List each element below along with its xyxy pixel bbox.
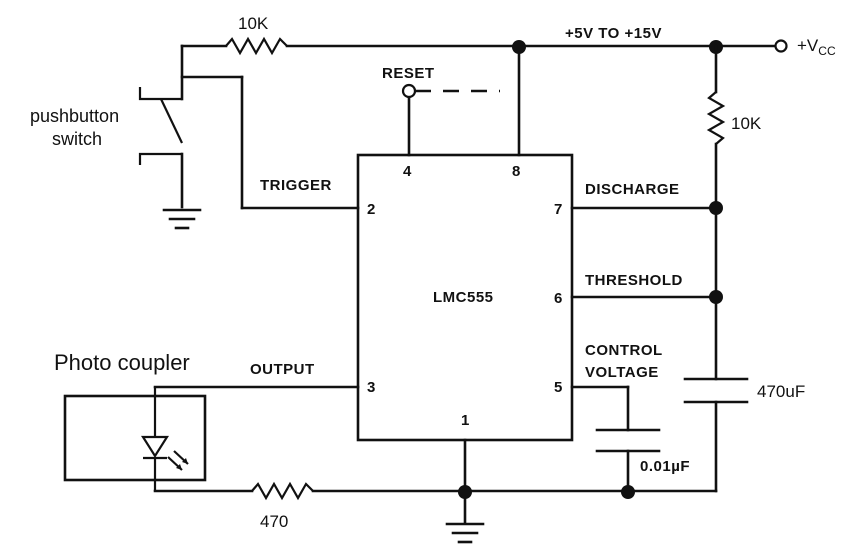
trigger-label: TRIGGER bbox=[260, 177, 332, 194]
reset-label: RESET bbox=[382, 65, 435, 82]
resistor-bottom bbox=[251, 481, 314, 501]
photo-coupler-box bbox=[63, 394, 207, 482]
threshold-label: THRESHOLD bbox=[585, 272, 683, 289]
control-label-line2: VOLTAGE bbox=[585, 364, 659, 381]
trigger-wiring bbox=[180, 44, 360, 210]
pushbutton-switch bbox=[138, 87, 184, 209]
vcc-label: +VCC bbox=[797, 36, 836, 58]
switch-label-line1: pushbutton bbox=[30, 106, 119, 126]
ground-rail bbox=[153, 438, 718, 524]
discharge-label: DISCHARGE bbox=[585, 181, 680, 198]
resistor-bottom-value: 470 bbox=[260, 512, 288, 531]
pin-number-5: 5 bbox=[554, 379, 562, 396]
resistor-top-value: 10K bbox=[238, 14, 269, 33]
pin-number-8: 8 bbox=[512, 163, 520, 180]
junction-dot bbox=[621, 485, 635, 499]
pin-number-3: 3 bbox=[367, 379, 375, 396]
timing-network bbox=[570, 44, 749, 493]
led-icon bbox=[141, 387, 189, 491]
pin-number-6: 6 bbox=[554, 290, 562, 307]
photo-coupler-label: Photo coupler bbox=[54, 350, 190, 375]
resistor-right bbox=[706, 91, 726, 145]
junction-dot bbox=[709, 201, 723, 215]
ic-name: LMC555 bbox=[433, 289, 494, 306]
junction-dot bbox=[709, 290, 723, 304]
switch-label-line2: switch bbox=[52, 129, 102, 149]
ground-symbol-switch bbox=[162, 208, 202, 230]
supply-voltage-label: +5V TO +15V bbox=[565, 25, 662, 42]
junction-dot bbox=[512, 40, 526, 54]
resistor-right-value: 10K bbox=[731, 114, 762, 133]
pin-number-7: 7 bbox=[554, 201, 562, 218]
pin-number-4: 4 bbox=[403, 163, 412, 180]
supply-rail bbox=[180, 36, 778, 56]
pin-number-1: 1 bbox=[461, 412, 469, 429]
output-label: OUTPUT bbox=[250, 361, 315, 378]
resistor-top bbox=[225, 36, 288, 56]
reset-terminal bbox=[401, 83, 417, 99]
ground-symbol-main bbox=[445, 522, 485, 544]
ic-lmc555-body bbox=[356, 153, 574, 442]
control-label-line1: CONTROL bbox=[585, 342, 663, 359]
vcc-terminal bbox=[774, 39, 788, 53]
control-capacitor bbox=[570, 385, 661, 493]
capacitor-timing-value: 470uF bbox=[757, 382, 805, 401]
pin-number-2: 2 bbox=[367, 201, 375, 218]
junction-dot bbox=[458, 485, 472, 499]
capacitor-control-value: 0.01µF bbox=[640, 458, 690, 475]
